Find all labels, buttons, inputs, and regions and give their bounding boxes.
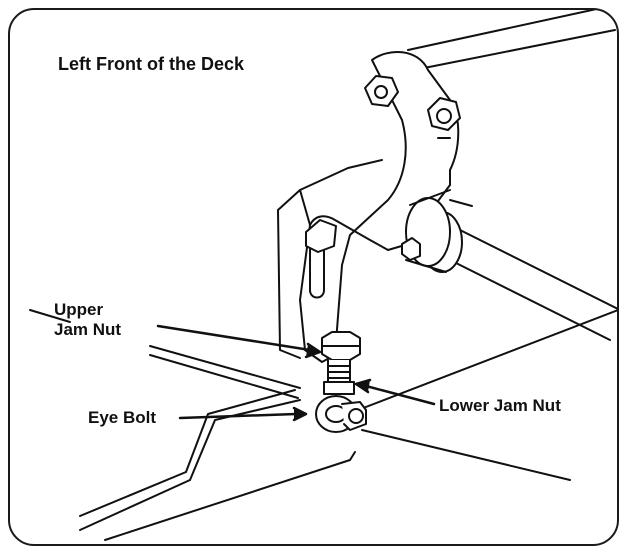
deck-outline [29,309,617,541]
link-slot [305,219,337,299]
eye-bolt [315,395,367,433]
lower-jam-nut-label: Lower Jam Nut [439,396,561,415]
pivot-bracket [277,50,460,363]
eye-bolt-label: Eye Bolt [88,408,157,427]
diagram-frame: Left Front of the Deck Upper Jam Nut Eye… [8,8,619,546]
right-shaft [401,189,617,341]
leader-lines [156,324,436,422]
upper-jam-nut-label-line2: Jam Nut [54,320,122,339]
diagram-title: Left Front of the Deck [58,54,245,74]
bracket-top-nut [364,75,461,139]
upper-jam-nut-label-line1: Upper [54,300,104,319]
deck-linkage-illustration [29,10,617,541]
upper-jam-nut-label: Upper Jam Nut [54,300,154,340]
top-rod [407,10,616,71]
jam-nut-assembly [321,331,361,395]
